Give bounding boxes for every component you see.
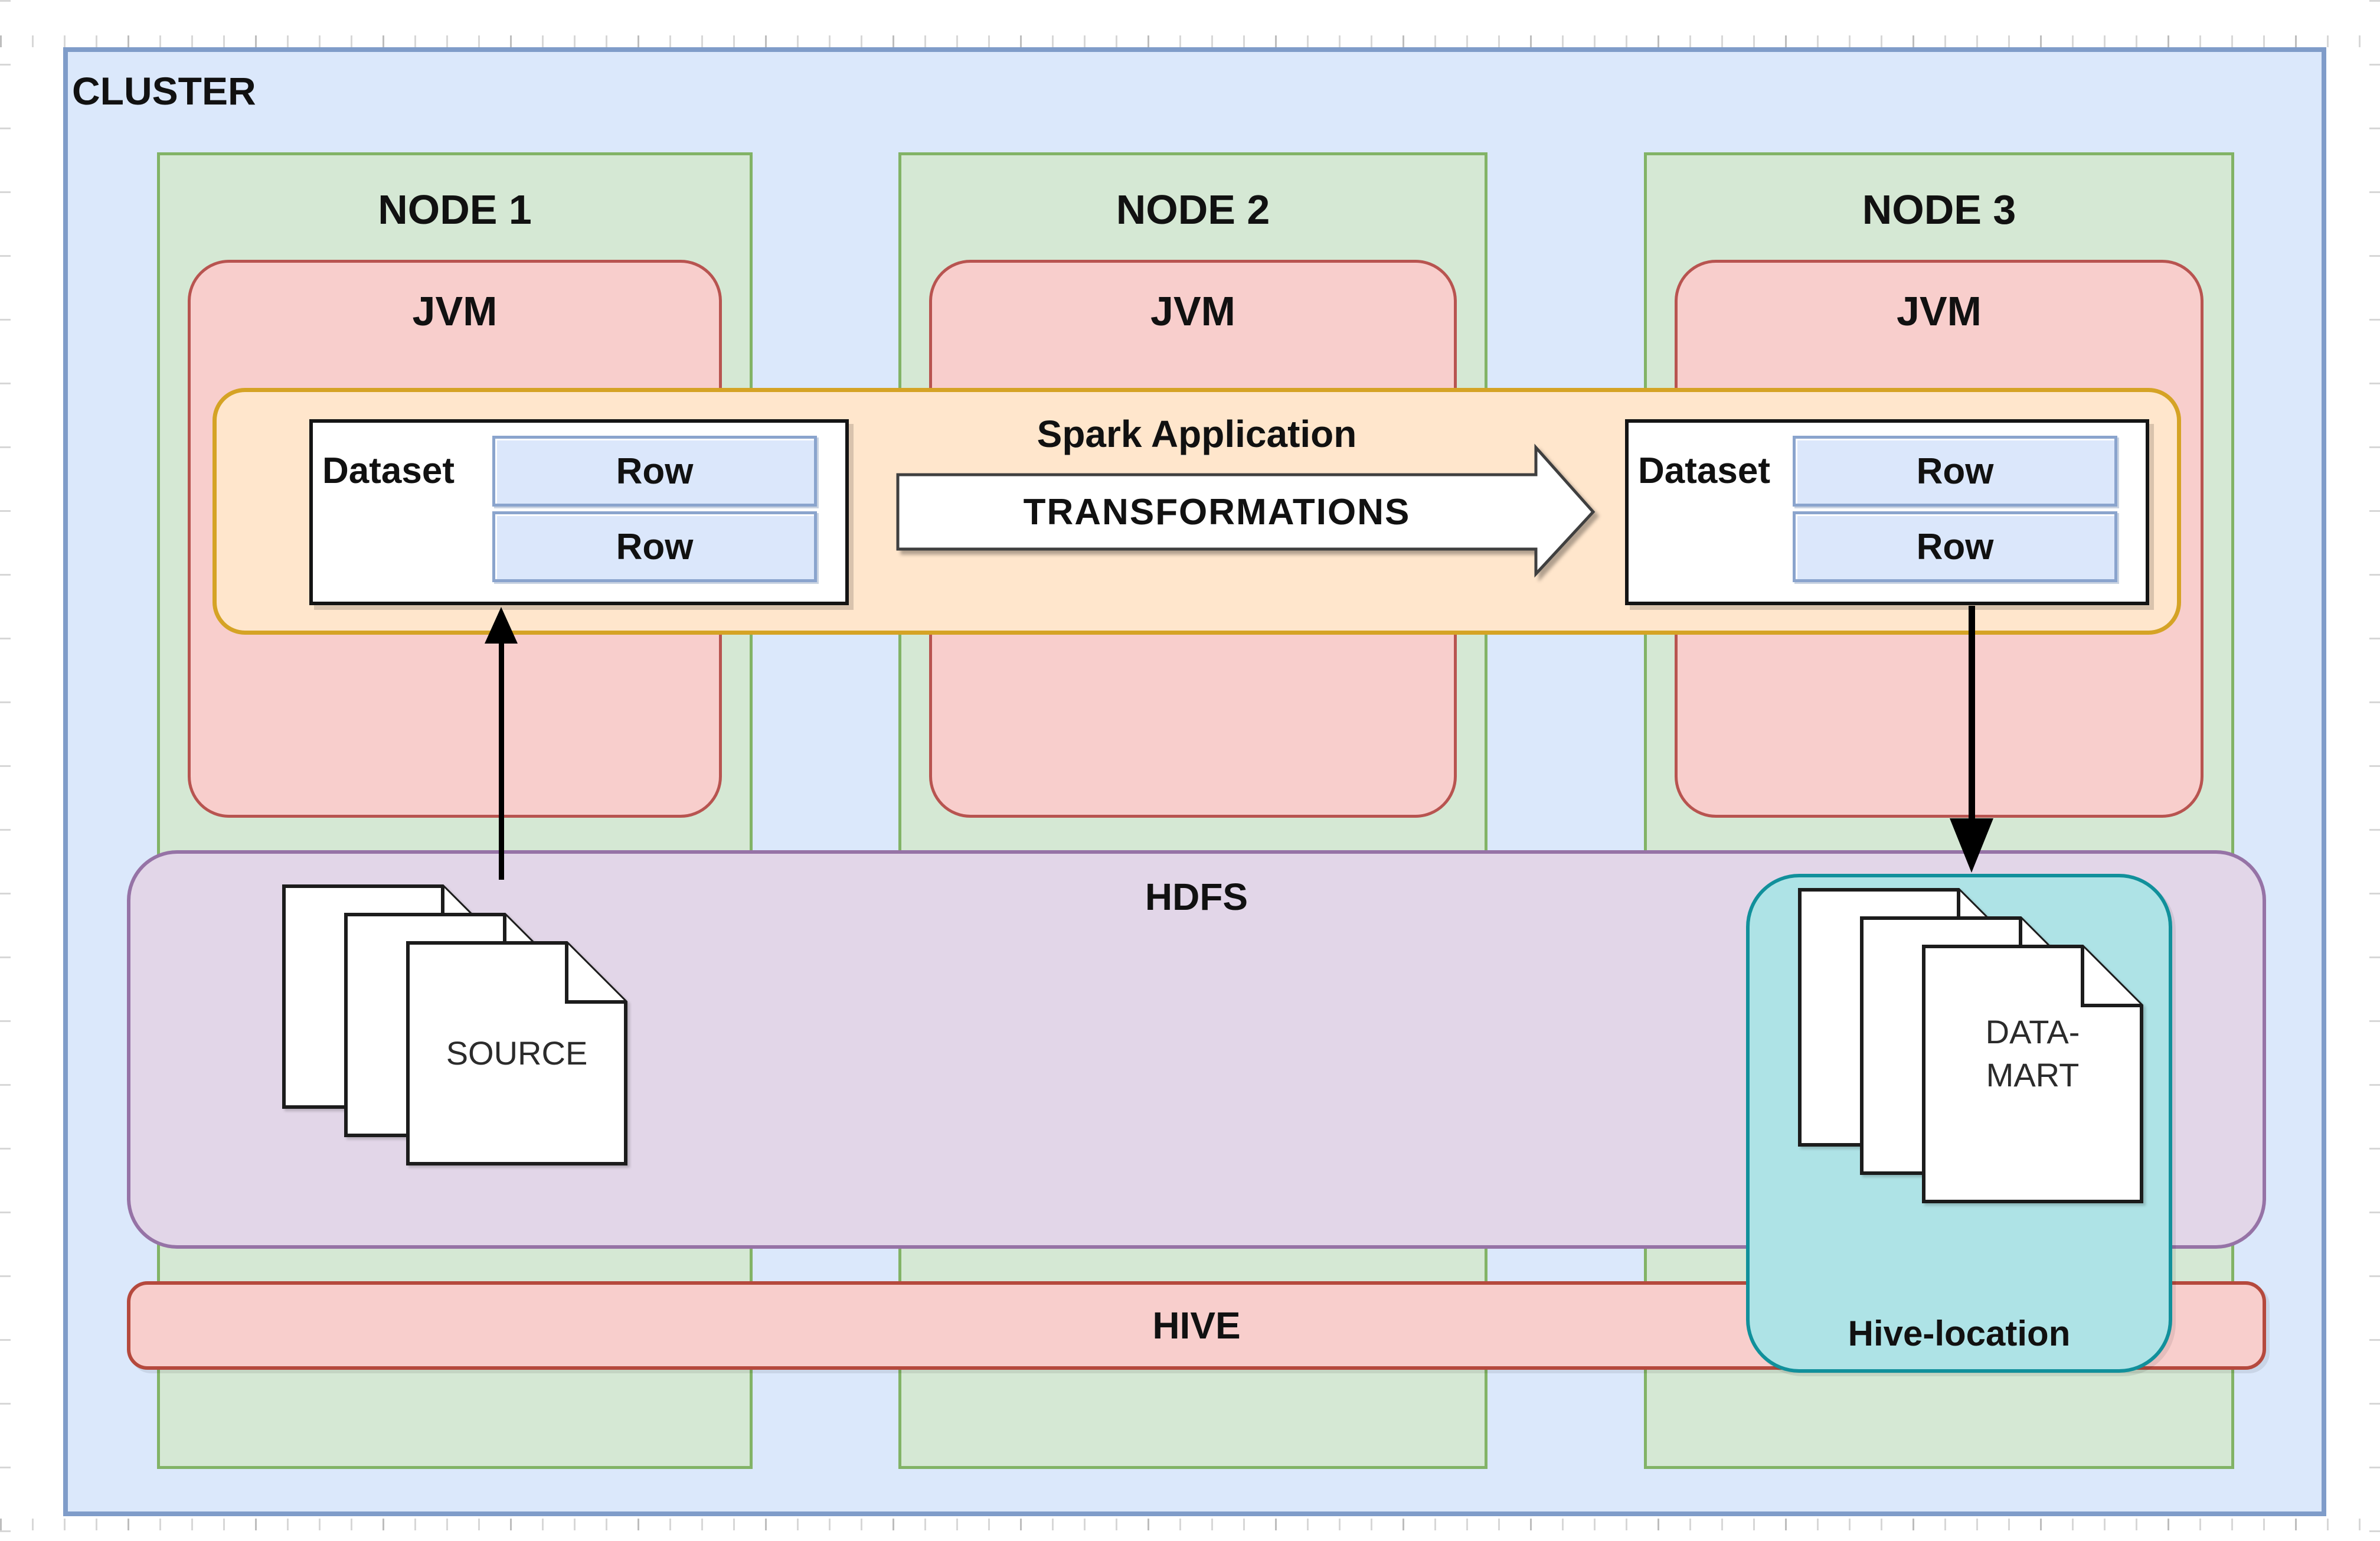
- dataset-right-row-1: Row: [1793, 436, 2117, 507]
- jvm-1-label: JVM: [412, 288, 498, 334]
- ruler-ticks-top: [0, 35, 2380, 47]
- row-label: Row: [1916, 450, 1994, 492]
- datamart-label-line1: DATA-: [1985, 1013, 2080, 1051]
- dataset-left-row-2: Row: [492, 511, 817, 582]
- ruler-ticks-left: [0, 0, 11, 1541]
- dataset-right-box: Dataset Row Row: [1625, 419, 2149, 605]
- document-icon: [406, 941, 627, 1165]
- cluster-label: CLUSTER: [72, 69, 256, 113]
- ruler-ticks-right: [2369, 0, 2380, 1541]
- spark-application-label: Spark Application: [1037, 413, 1357, 455]
- jvm-3-label: JVM: [1897, 288, 1982, 334]
- row-label: Row: [616, 526, 694, 567]
- dataset-right-row-2: Row: [1793, 511, 2117, 582]
- datamart-documents-icon: [1798, 888, 2143, 1203]
- dataset-left-label: Dataset: [322, 450, 455, 491]
- row-label: Row: [1916, 526, 1994, 567]
- hive-label: HIVE: [1152, 1304, 1241, 1347]
- datamart-label-line2: MART: [1986, 1056, 2080, 1093]
- arrow-up-shaft: [499, 639, 504, 880]
- dataset-left-box: Dataset Row Row: [309, 419, 849, 605]
- ruler-ticks-bottom: [0, 1519, 2380, 1530]
- arrow-up-icon: [485, 607, 518, 644]
- node-3-label: NODE 3: [1862, 187, 2016, 233]
- dataset-left-row-1: Row: [492, 436, 817, 507]
- node-1-label: NODE 1: [378, 187, 532, 233]
- jvm-2-label: JVM: [1150, 288, 1235, 334]
- document-icon: [1922, 945, 2143, 1203]
- transformations-label: TRANSFORMATIONS: [1023, 491, 1411, 533]
- hdfs-label: HDFS: [1145, 876, 1248, 918]
- row-label: Row: [616, 450, 694, 492]
- source-label: SOURCE: [446, 1034, 588, 1072]
- hive-location-label: Hive-location: [1848, 1314, 2071, 1353]
- arrow-down-shaft: [1969, 606, 1975, 820]
- datamart-label: DATA- MART: [1922, 945, 2143, 1163]
- dataset-right-label: Dataset: [1638, 450, 1770, 491]
- arrow-down-icon: [1950, 818, 1993, 873]
- source-documents-icon: [282, 884, 627, 1165]
- transformations-arrow-icon: [896, 443, 1596, 578]
- node-2-label: NODE 2: [1116, 187, 1270, 233]
